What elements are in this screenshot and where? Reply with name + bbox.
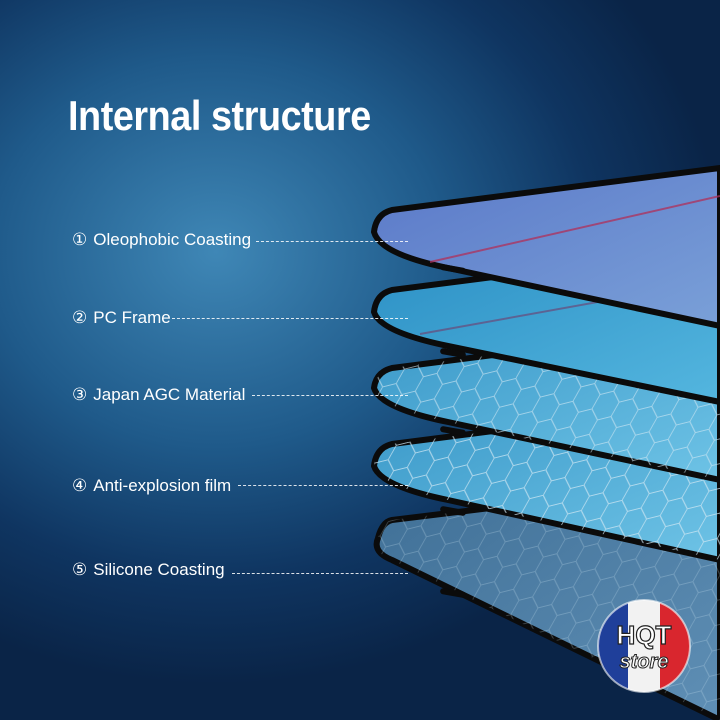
layer-number-5: ⑤ xyxy=(72,560,88,579)
layer-label-1: ① Oleophobic Coasting xyxy=(72,230,251,250)
leader-line-5 xyxy=(232,573,408,574)
logo-text-top: HQT xyxy=(617,620,672,650)
layer-number-1: ① xyxy=(72,230,88,249)
leader-line-2 xyxy=(172,318,408,319)
page-title: Internal structure xyxy=(68,92,371,139)
logo-text-bottom: store xyxy=(620,651,669,673)
layer-label-2: ② PC Frame xyxy=(72,308,171,328)
layer-text-3: Japan AGC Material xyxy=(93,385,246,404)
layer-number-2: ② xyxy=(72,308,88,327)
leader-line-4 xyxy=(238,485,408,486)
layer-text-2: PC Frame xyxy=(93,308,171,327)
leader-line-3 xyxy=(252,395,408,396)
layer-text-5: Silicone Coasting xyxy=(93,560,225,579)
leader-line-1 xyxy=(256,241,408,242)
layer-label-4: ④ Anti-explosion film xyxy=(72,476,231,496)
layer-text-1: Oleophobic Coasting xyxy=(93,230,252,249)
layer-number-4: ④ xyxy=(72,476,88,495)
layer-1-oleophobic xyxy=(371,165,720,329)
hqt-store-logo: HQT store xyxy=(597,599,691,693)
layer-text-4: Anti-explosion film xyxy=(93,476,232,495)
layer-number-3: ③ xyxy=(72,385,88,404)
layer-label-5: ⑤ Silicone Coasting xyxy=(72,560,225,580)
layer-label-3: ③ Japan AGC Material xyxy=(72,385,245,405)
